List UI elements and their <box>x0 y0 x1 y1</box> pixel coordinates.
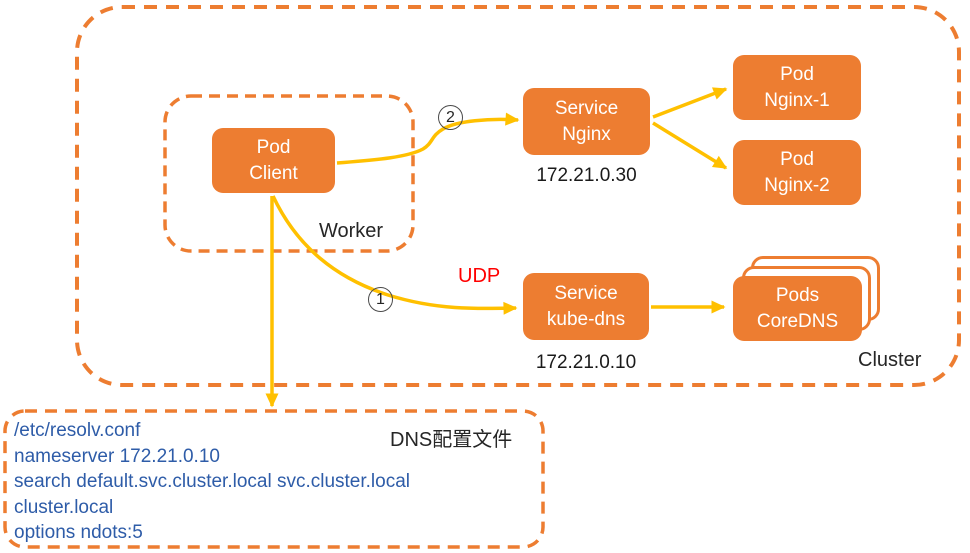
label-ip-service-kube-dns: 172.21.0.10 <box>535 352 637 373</box>
node-service-nginx: Service Nginx <box>523 88 650 155</box>
label-worker: Worker <box>319 220 384 242</box>
node-pods-coredns-line1: Pods <box>775 285 820 307</box>
step-1-badge: 1 <box>368 287 393 312</box>
arrow-step2-client-to-service-nginx <box>336 112 520 165</box>
resolv-conf-line: search default.svc.cluster.local svc.clu… <box>14 471 411 492</box>
node-service-kube-dns-line2: kube-dns <box>546 308 626 330</box>
node-pod-client-line2: Client <box>249 162 298 184</box>
label-udp: UDP <box>458 265 501 287</box>
node-pod-client-line1: Pod <box>256 137 291 159</box>
arrow-service-nginx-to-pod-nginx-1 <box>652 87 728 119</box>
label-dns-config-file: DNS配置文件 <box>390 429 513 451</box>
resolv-conf-line: nameserver 172.21.0.10 <box>14 445 220 467</box>
node-pod-nginx-1-line2: Nginx-1 <box>764 89 830 111</box>
step-2-badge: 2 <box>438 105 463 130</box>
resolv-conf-line: /etc/resolv.conf <box>14 420 141 441</box>
arrow-service-nginx-to-pod-nginx-2 <box>652 121 728 170</box>
node-service-kube-dns: Service kube-dns <box>523 273 649 340</box>
label-cluster: Cluster <box>858 349 922 371</box>
node-service-nginx-line2: Nginx <box>562 123 611 145</box>
node-pod-nginx-2-line1: Pod <box>780 149 814 171</box>
cluster-boundary <box>75 5 961 387</box>
resolv-conf-text: /etc/resolv.conf nameserver 172.21.0.10 … <box>14 418 410 546</box>
node-pods-coredns-line2: CoreDNS <box>756 310 839 332</box>
resolv-conf-line: options ndots:5 <box>14 522 143 543</box>
node-pod-nginx-2-line2: Nginx-2 <box>764 174 830 196</box>
node-pod-nginx-1-line1: Pod <box>780 64 814 86</box>
resolv-conf-box <box>3 409 545 549</box>
node-pod-nginx-1: Pod Nginx-1 <box>733 55 861 120</box>
node-pod-nginx-2: Pod Nginx-2 <box>733 140 861 205</box>
label-ip-service-nginx: 172.21.0.30 <box>536 165 637 186</box>
resolv-conf-line: cluster.local <box>14 496 114 518</box>
node-pods-coredns: Pods CoreDNS <box>733 276 862 341</box>
node-pod-client: Pod Client <box>212 128 335 193</box>
worker-boundary <box>163 94 415 253</box>
node-service-kube-dns-line1: Service <box>554 283 618 305</box>
node-service-nginx-line1: Service <box>554 98 619 120</box>
